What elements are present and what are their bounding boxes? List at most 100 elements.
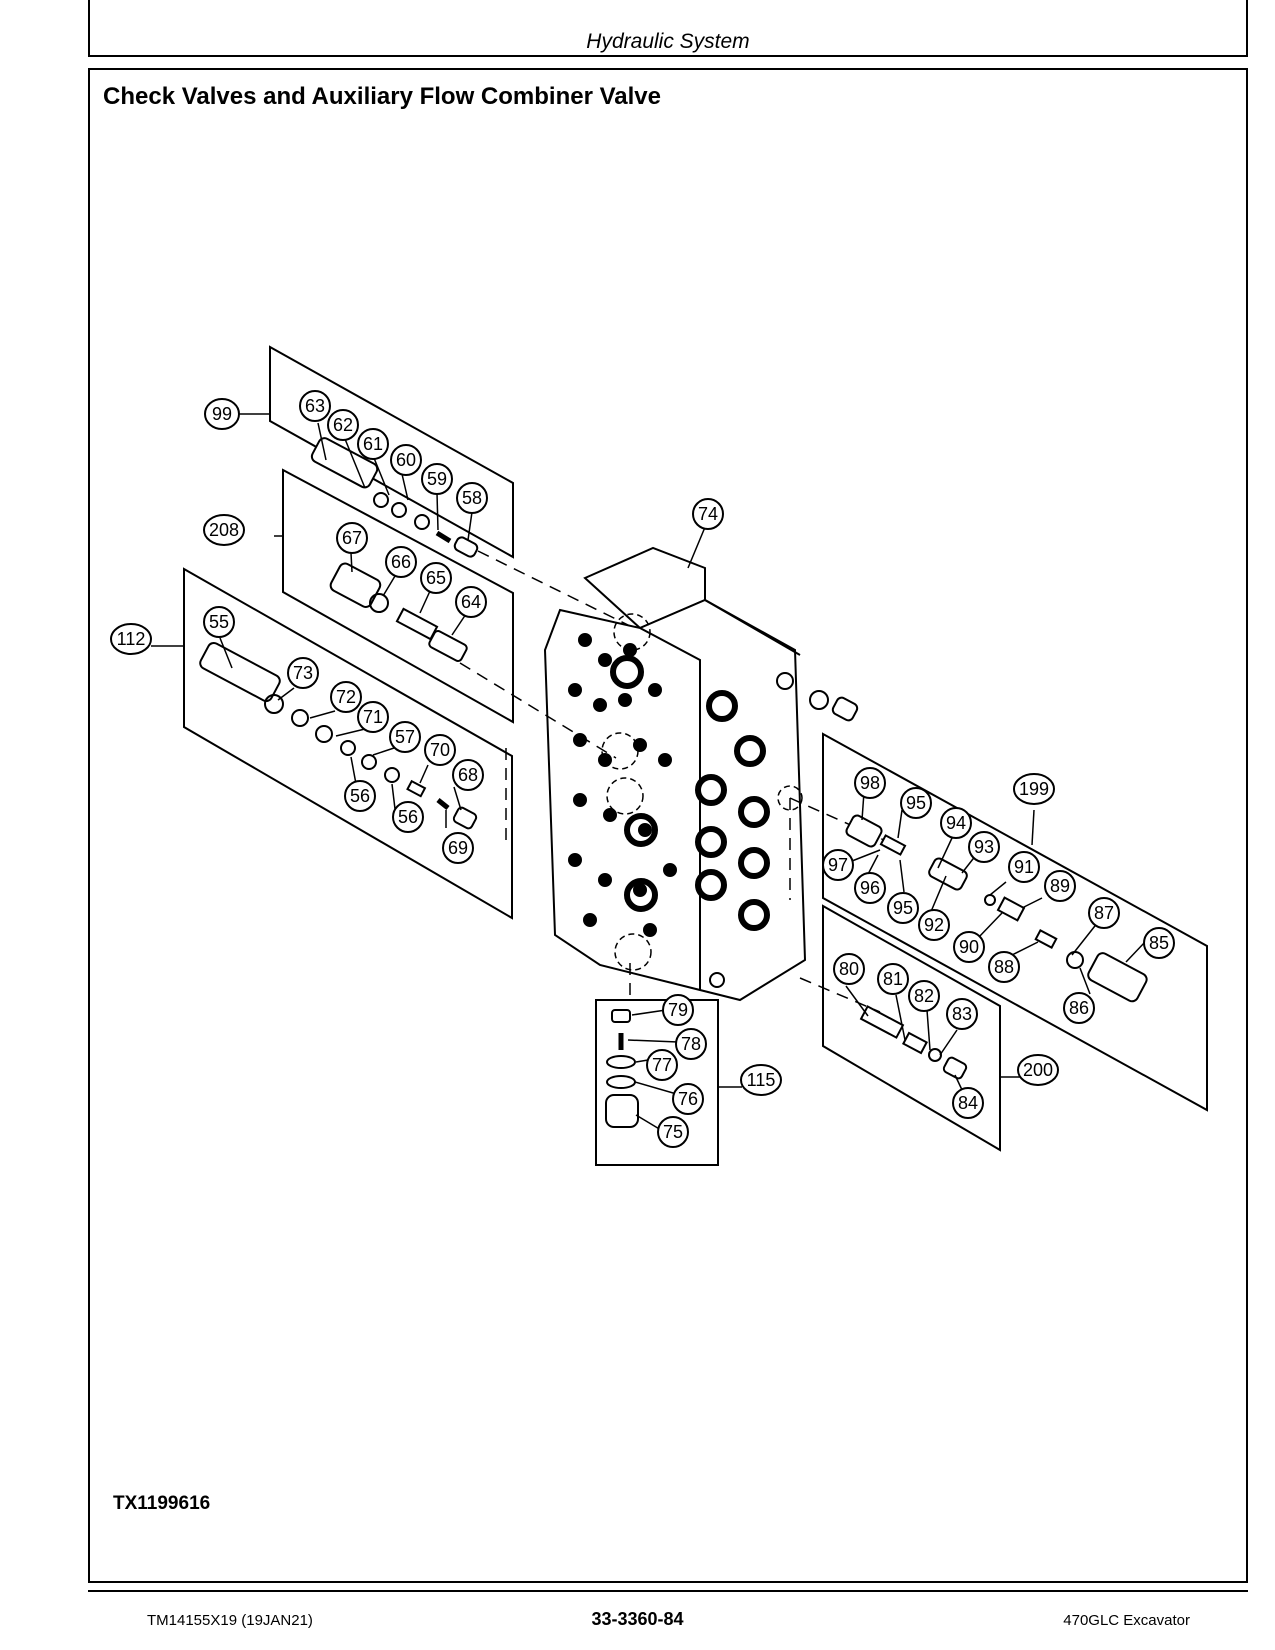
- callout-208: 208: [203, 514, 245, 546]
- callout-91: 91: [1008, 851, 1040, 883]
- footer-page-number: 33-3360-84: [591, 1609, 684, 1629]
- callout-58: 58: [456, 482, 488, 514]
- callout-95-a-label: 95: [906, 793, 926, 813]
- callout-89-label: 89: [1050, 876, 1070, 896]
- callout-55-label: 55: [209, 612, 229, 632]
- callout-200: 200: [1017, 1054, 1059, 1086]
- callout-56-a-label: 56: [350, 786, 370, 806]
- callout-112-label: 112: [117, 629, 146, 649]
- callout-87-label: 87: [1094, 903, 1114, 923]
- callout-64: 64: [455, 586, 487, 618]
- callout-66: 66: [385, 546, 417, 578]
- callout-93-label: 93: [974, 837, 994, 857]
- callout-95-b-label: 95: [893, 898, 913, 918]
- callout-60-label: 60: [396, 450, 416, 470]
- callout-98: 98: [854, 767, 886, 799]
- callout-64-label: 64: [461, 592, 481, 612]
- callout-59: 59: [421, 463, 453, 495]
- valve-housing: [543, 546, 807, 1002]
- callout-79-label: 79: [668, 1000, 688, 1020]
- callout-62: 62: [327, 409, 359, 441]
- callout-78-label: 78: [681, 1034, 701, 1054]
- callout-67: 67: [336, 522, 368, 554]
- callout-62-label: 62: [333, 415, 353, 435]
- header-frame: [88, 0, 1248, 57]
- callout-81: 81: [877, 963, 909, 995]
- callout-80: 80: [833, 953, 865, 985]
- callout-87: 87: [1088, 897, 1120, 929]
- callout-77-label: 77: [652, 1055, 672, 1075]
- callout-82: 82: [908, 980, 940, 1012]
- section-title: Hydraulic System: [586, 30, 750, 53]
- callout-83-label: 83: [952, 1004, 972, 1024]
- callout-88: 88: [988, 951, 1020, 983]
- footer-rule: [88, 1590, 1248, 1592]
- callout-96: 96: [854, 872, 886, 904]
- callout-76-label: 76: [678, 1089, 698, 1109]
- figure-title: Check Valves and Auxiliary Flow Combiner…: [103, 83, 661, 110]
- callout-93: 93: [968, 831, 1000, 863]
- callout-65-label: 65: [426, 568, 446, 588]
- callout-72: 72: [330, 681, 362, 713]
- callout-70-label: 70: [430, 740, 450, 760]
- callout-112: 112: [110, 623, 152, 655]
- callout-74-label: 74: [698, 504, 718, 524]
- callout-92-label: 92: [924, 915, 944, 935]
- callout-86-label: 86: [1069, 998, 1089, 1018]
- callouts: 99 63 62 61 60 59 58 208 67 66 65 64 112…: [110, 390, 1175, 1148]
- figure-id: TX1199616: [113, 1493, 211, 1514]
- callout-73: 73: [287, 657, 319, 689]
- callout-94-label: 94: [946, 813, 966, 833]
- callout-76: 76: [672, 1083, 704, 1115]
- callout-199: 199: [1013, 773, 1055, 805]
- callout-83: 83: [946, 998, 978, 1030]
- callout-56-b: 56: [392, 801, 424, 833]
- callout-63-label: 63: [305, 396, 325, 416]
- callout-59-label: 59: [427, 469, 447, 489]
- callout-75: 75: [657, 1116, 689, 1148]
- panel-208: [282, 468, 514, 724]
- callout-88-label: 88: [994, 957, 1014, 977]
- callout-57-label: 57: [395, 727, 415, 747]
- callout-115: 115: [740, 1064, 782, 1096]
- panel-200: [822, 904, 1001, 1152]
- callout-82-label: 82: [914, 986, 934, 1006]
- callout-56-a: 56: [344, 780, 376, 812]
- callout-67-label: 67: [342, 528, 362, 548]
- callout-61: 61: [357, 428, 389, 460]
- footer-model: 470GLC Excavator: [1063, 1612, 1190, 1629]
- callout-61-label: 61: [363, 434, 383, 454]
- callout-77: 77: [646, 1049, 678, 1081]
- callout-91-label: 91: [1014, 857, 1034, 877]
- callout-79: 79: [662, 994, 694, 1026]
- callout-84: 84: [952, 1087, 984, 1119]
- panel-199: [822, 732, 1208, 1112]
- callout-99-label: 99: [212, 404, 232, 424]
- callout-115-label: 115: [747, 1070, 776, 1090]
- callout-75-label: 75: [663, 1122, 683, 1142]
- callout-70: 70: [424, 734, 456, 766]
- callout-95-a: 95: [900, 787, 932, 819]
- callout-90: 90: [953, 931, 985, 963]
- callout-98-label: 98: [860, 773, 880, 793]
- panel-99: [269, 345, 514, 559]
- callout-72-label: 72: [336, 687, 356, 707]
- callout-89: 89: [1044, 870, 1076, 902]
- panel-115: [595, 999, 719, 1166]
- callout-99: 99: [204, 398, 240, 430]
- callout-199-label: 199: [1019, 779, 1049, 799]
- callout-68-label: 68: [458, 765, 478, 785]
- callout-68: 68: [452, 759, 484, 791]
- callout-78: 78: [675, 1028, 707, 1060]
- callout-95-b: 95: [887, 892, 919, 924]
- callout-73-label: 73: [293, 663, 313, 683]
- callout-58-label: 58: [462, 488, 482, 508]
- callout-81-label: 81: [883, 969, 903, 989]
- leader-lines: [151, 413, 1147, 1131]
- callout-71: 71: [357, 701, 389, 733]
- callout-55: 55: [203, 606, 235, 638]
- callout-65: 65: [420, 562, 452, 594]
- callout-69: 69: [442, 832, 474, 864]
- callout-86: 86: [1063, 992, 1095, 1024]
